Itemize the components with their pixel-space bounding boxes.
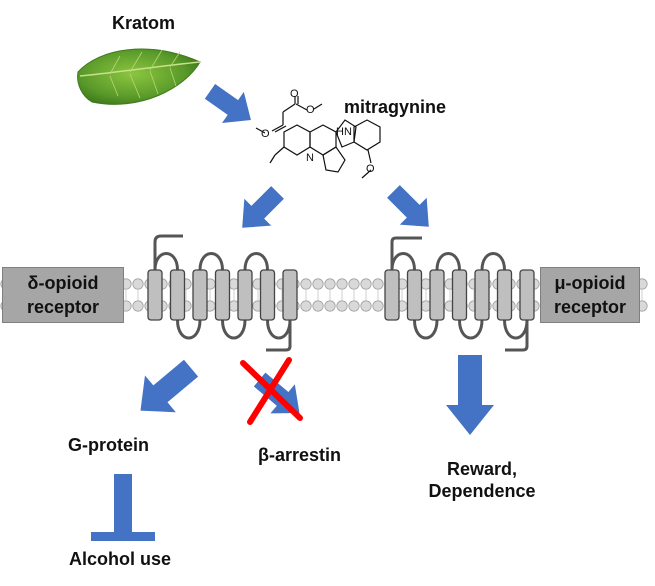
extracellular-loop [243,252,269,271]
transmembrane-helix [169,269,186,321]
mu-receptor-transmembrane [384,236,535,352]
delta-opioid-receptor-box: δ-opioid receptor [2,267,124,323]
delta-receptor-line2: receptor [26,297,100,317]
lipid-head [324,300,336,312]
lipid-head [132,300,144,312]
transmembrane-helix [147,269,163,321]
delta-receptor-line1: δ-opioid [27,273,99,293]
mitragynine-atom-labels: HN O O O N O [261,88,375,175]
n-terminus [153,234,183,270]
lipid-head [336,300,348,312]
transmembrane-helix [237,269,253,321]
c-terminus [266,320,292,352]
g-protein-label: G-protein [68,435,149,455]
mu-receptor-line1: μ-opioid [554,273,626,293]
extracellular-loop [435,252,461,271]
inhibition-symbol [91,474,155,541]
lipid-head [336,278,348,290]
mu-receptor-line2: receptor [553,297,627,317]
lipid-head [300,300,312,312]
transmembrane-helix [474,269,490,321]
transmembrane-helix [406,269,423,321]
atom-o-ester: O [306,104,315,116]
mitragynine-structure [255,96,381,179]
reward-line1: Reward, [446,459,518,479]
intracellular-loop [266,319,292,340]
extracellular-loop [390,252,416,271]
arrow-delta-to-g-protein [140,359,199,413]
lipid-head [360,278,372,290]
atom-o-ether: O [261,128,270,140]
lipid-head [300,278,312,290]
n-terminus [390,236,422,270]
transmembrane-helix [214,269,231,321]
arrow-mitragynine-to-mu [387,185,429,227]
kratom-leaf-icon [77,48,201,105]
c-terminus [505,320,529,352]
lipid-head [348,278,360,290]
transmembrane-helix [496,269,513,321]
lipid-head [324,278,336,290]
extracellular-loop [153,252,179,271]
atom-n: N [306,152,314,164]
atom-o-methoxy: O [366,163,375,175]
lipid-head [372,300,384,312]
transmembrane-helix [429,269,445,321]
transmembrane-helix [451,269,468,321]
intracellular-loop [503,319,529,340]
arrow-mu-to-reward [446,355,494,435]
transmembrane-helix [192,269,208,321]
lipid-head [312,300,324,312]
mu-opioid-receptor-box: μ-opioid receptor [540,267,640,323]
lipid-head [132,278,144,290]
reward-line2: Dependence [428,481,536,501]
kratom-label: Kratom [112,13,176,33]
beta-arrestin-label: β-arrestin [258,445,342,465]
lipid-head [372,278,384,290]
intracellular-loop [413,319,439,340]
extracellular-loop [198,252,224,271]
extracellular-loop [480,252,506,271]
reward-dependence-label: Reward, Dependence [412,458,552,502]
arrow-kratom-to-mitragynine [204,84,251,124]
delta-receptor-transmembrane [147,234,298,352]
transmembrane-helix [384,269,400,321]
intracellular-loop [458,319,484,340]
transmembrane-helix [519,269,535,321]
mitragynine-label: mitragynine [344,97,447,117]
intracellular-loop [221,319,247,340]
atom-o-carbonyl: O [290,88,299,100]
alcohol-use-label: Alcohol use [69,549,172,569]
lipid-head [348,300,360,312]
transmembrane-helix [282,269,298,321]
atom-nh: HN [336,126,352,138]
block-cross-icon [240,357,303,425]
transmembrane-helix [259,269,276,321]
lipid-head [312,278,324,290]
intracellular-loop [176,319,202,340]
lipid-head [360,300,372,312]
arrow-mitragynine-to-delta [242,186,284,228]
